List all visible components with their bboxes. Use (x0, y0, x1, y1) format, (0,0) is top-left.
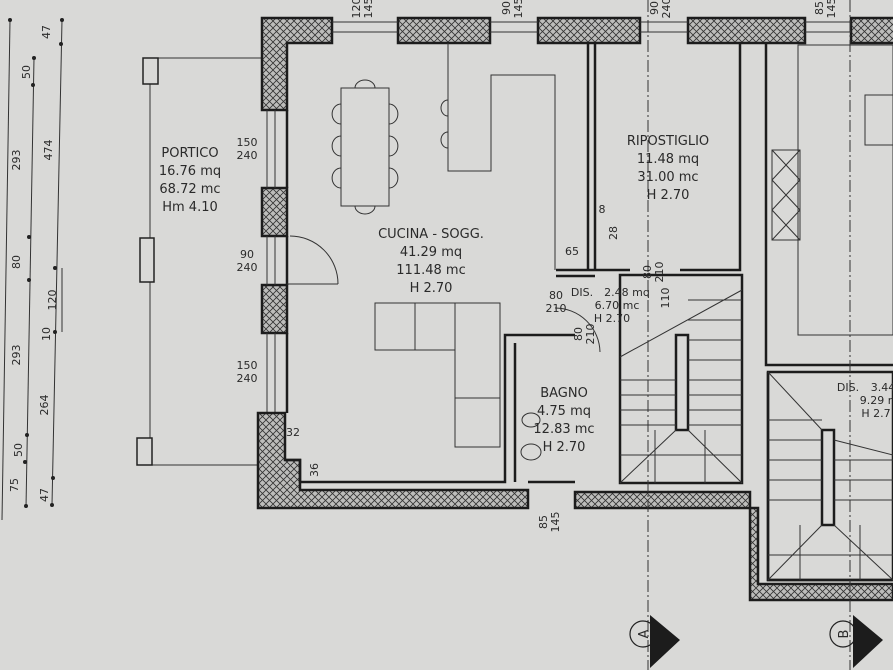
table (864, 94, 893, 146)
room-name: BAGNO (540, 386, 588, 401)
room-volume: 9.29 r (860, 394, 893, 407)
dim-label: 293 (10, 150, 23, 171)
dim-label: 75 (8, 478, 21, 492)
dim-label: 65 (565, 245, 579, 258)
room-area: 11.48 mq (637, 152, 699, 167)
pillar (142, 57, 159, 85)
room-area: 16.76 mq (159, 164, 221, 179)
opening-label: 240 (237, 149, 258, 162)
opening-label: 90 (500, 1, 513, 15)
sofa (374, 302, 501, 448)
dim-label: 80 (10, 255, 23, 269)
door-swing (554, 307, 601, 353)
pillar (136, 437, 153, 466)
opening-label: 210 (653, 262, 666, 283)
dim-label: 50 (20, 65, 33, 79)
opening-label: 150 (237, 136, 258, 149)
room-area: 4.75 mq (537, 404, 591, 419)
opening-label: 80 (549, 289, 563, 302)
room-labels: CUCINA - SOGG. 41.29 mq 111.48 mc H 2.70… (378, 134, 893, 455)
opening-label: 85 (537, 515, 550, 529)
opening-label: 150 (237, 359, 258, 372)
bidet-icon (521, 412, 541, 428)
opening-label: 240 (237, 261, 258, 274)
opening-label: 80 (641, 265, 654, 279)
opening-label: 90 (240, 248, 254, 261)
room-height: H 2.70 (647, 188, 690, 203)
dim-label: 32 (286, 426, 300, 439)
room-name: CUCINA - SOGG. (378, 227, 484, 242)
opening-label: 210 (584, 324, 597, 345)
opening-label: 210 (546, 302, 567, 315)
door-swing (287, 235, 339, 285)
section-arrow-icon (650, 615, 680, 668)
opening-label: 145 (362, 0, 375, 19)
room-height: H 2.70 (543, 440, 586, 455)
dim-label: 8 (599, 203, 606, 216)
opening-label: 240 (237, 372, 258, 385)
room-volume: 31.00 mc (637, 170, 698, 185)
dimension-chains-left: 293 80 293 50 75 50 474 120 10 264 47 47 (1, 18, 64, 521)
room-volume: 111.48 mc (396, 263, 465, 278)
room-height: Hm 4.10 (162, 200, 218, 215)
opening-label: 90 (648, 1, 661, 15)
dim-label: 47 (40, 25, 53, 39)
portico: PORTICO 16.76 mq 68.72 mc Hm 4.10 (136, 57, 262, 466)
opening-label: 85 (813, 1, 826, 15)
section-label: A (637, 629, 652, 638)
section-lines: A B (629, 0, 883, 670)
room-area: 3.44 (871, 381, 893, 394)
stairs (618, 273, 893, 582)
chairs (331, 79, 449, 215)
dim-label: 264 (38, 395, 51, 416)
room-volume: 68.72 mc (159, 182, 220, 197)
dim-label: 120 (46, 290, 59, 311)
dim-label: 50 (12, 443, 25, 457)
opening-label: 145 (549, 512, 562, 533)
opening-labels: 120 145 90 145 90 240 85 145 150 240 90 … (237, 0, 839, 533)
counter (797, 44, 893, 336)
walls (256, 16, 893, 602)
dim-label: 28 (607, 226, 620, 240)
opening-label: 80 (572, 327, 585, 341)
dim-label: 293 (10, 345, 23, 366)
room-name: DIS. (837, 381, 859, 394)
room-height: H 2.70 (594, 312, 630, 325)
room-area: 2.48 mq (604, 286, 650, 299)
dim-label: 474 (42, 140, 55, 161)
opening-label: 145 (512, 0, 525, 19)
room-height: H 2.70 (410, 281, 453, 296)
room-name: PORTICO (161, 146, 218, 161)
opening-label: 240 (660, 0, 673, 19)
room-height: H 2.7 (861, 407, 890, 420)
opening-label: 120 (350, 0, 363, 19)
dim-label: 110 (659, 288, 672, 309)
section-arrow-icon (853, 615, 883, 668)
opening-label: 145 (825, 0, 838, 19)
kitchen-island (447, 43, 556, 270)
room-volume: 12.83 mc (533, 422, 594, 437)
toilet-icon (520, 443, 542, 461)
furniture (287, 43, 893, 461)
shelving (771, 149, 801, 241)
pillar (139, 237, 155, 283)
dim-label: 36 (308, 463, 321, 477)
room-name: DIS. (571, 286, 593, 299)
section-label: B (837, 630, 852, 639)
room-volume: 6.70 mc (595, 299, 640, 312)
room-area: 41.29 mq (400, 245, 462, 260)
dim-label: 47 (38, 488, 51, 502)
dim-label: 10 (40, 327, 53, 341)
dining-table (340, 87, 390, 207)
room-name: RIPOSTIGLIO (627, 134, 709, 149)
